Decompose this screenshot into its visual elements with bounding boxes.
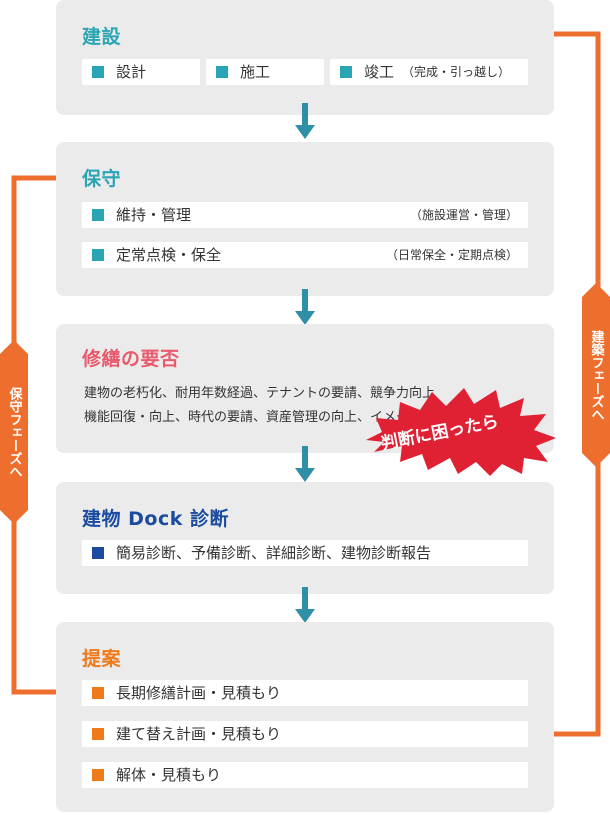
square-icon [340, 66, 352, 78]
burst-badge-icon [366, 388, 556, 476]
dock-item: 簡易診断、予備診断、詳細診断、建物診断報告 [82, 540, 528, 566]
right-phase-label: 建築フェーズへ [588, 329, 604, 421]
down-arrow-icon [295, 446, 315, 482]
square-icon [92, 687, 104, 699]
repair-description-line2: 機能回復・向上、時代の要請、資産管理の向上、イメージアップ [84, 410, 461, 425]
square-icon [92, 547, 104, 559]
step-completion: 竣工 （完成・引っ越し） [330, 59, 528, 85]
step-construction: 施工 [206, 59, 324, 85]
step-label: 施工 [240, 63, 271, 81]
square-icon [92, 209, 104, 221]
construction-panel: 建設 設計 施工 竣工 （完成・引っ越し） [56, 0, 554, 115]
item-label: 長期修繕計画・見積もり [116, 684, 282, 702]
item-label: 維持・管理 [116, 206, 192, 224]
construction-title: 建設 [82, 26, 122, 48]
step-label: 設計 [116, 63, 147, 81]
proposal-title: 提案 [82, 648, 122, 670]
square-icon [92, 249, 104, 261]
down-arrow-icon [295, 289, 315, 325]
repair-title: 修繕の要否 [82, 348, 180, 370]
item-note: （施設運営・管理） [409, 208, 518, 222]
maintenance-item: 定常点検・保全 （日常保全・定期点検） [82, 242, 528, 268]
dock-panel: 建物 Dock 診断 簡易診断、予備診断、詳細診断、建物診断報告 [56, 482, 554, 594]
chevron-icon [324, 59, 334, 85]
maintenance-item: 維持・管理 （施設運営・管理） [82, 202, 528, 228]
square-icon [92, 66, 104, 78]
right-tag-shape [582, 283, 610, 467]
left-phase-label: 保守フェーズへ [6, 386, 22, 478]
item-label: 簡易診断、予備診断、詳細診断、建物診断報告 [116, 544, 432, 562]
proposal-item: 解体・見積もり [82, 762, 528, 788]
maintenance-panel: 保守 維持・管理 （施設運営・管理） 定常点検・保全 （日常保全・定期点検） [56, 142, 554, 296]
dock-title: 建物 Dock 診断 [82, 508, 229, 530]
construction-steps: 設計 施工 竣工 （完成・引っ越し） [82, 59, 528, 85]
maintenance-title: 保守 [82, 168, 122, 190]
proposal-item: 長期修繕計画・見積もり [82, 680, 528, 706]
item-label: 定常点検・保全 [116, 246, 222, 264]
step-label: 竣工 [364, 63, 395, 81]
item-label: 解体・見積もり [116, 766, 222, 784]
down-arrow-icon [295, 587, 315, 623]
square-icon [216, 66, 228, 78]
chevron-icon [200, 59, 210, 85]
left-tag-shape [0, 340, 28, 524]
item-label: 建て替え計画・見積もり [116, 725, 282, 743]
item-note: （日常保全・定期点検） [385, 248, 518, 262]
proposal-item: 建て替え計画・見積もり [82, 721, 528, 747]
square-icon [92, 769, 104, 781]
step-note: （完成・引っ越し） [402, 65, 511, 79]
step-design: 設計 [82, 59, 200, 85]
proposal-panel: 提案 長期修繕計画・見積もり 建て替え計画・見積もり 解体・見積もり [56, 622, 554, 812]
repair-description-line1: 建物の老朽化、耐用年数経過、テナントの要請、競争力向上 [84, 386, 436, 401]
square-icon [92, 728, 104, 740]
down-arrow-icon [295, 103, 315, 139]
